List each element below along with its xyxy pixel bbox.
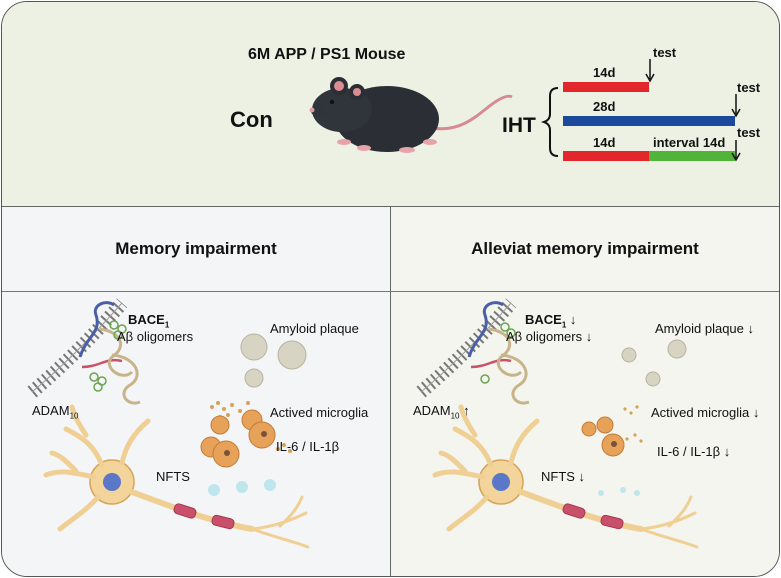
protocol-2-duration: 28d [593, 99, 616, 114]
il-label: IL-6 / IL-1β [276, 439, 340, 454]
left-panel-title: Memory impairment [2, 207, 390, 292]
protocol-1-duration: 14d [593, 65, 616, 80]
bar-14d-second [563, 151, 649, 161]
amyloid-label: Amyloid plaque [270, 321, 359, 336]
amyloid-label: Amyloid plaque ↓ [655, 321, 754, 336]
right-panel-title: Alleviat memory impairment [391, 207, 779, 292]
bar-14d [563, 82, 649, 92]
bace-label: BACE1 ↓ [525, 312, 577, 330]
protocol-1-test: test [653, 45, 677, 60]
model-title: 6M APP / PS1 Mouse [248, 46, 406, 63]
adam-label: ADAM10 ↑ [413, 403, 470, 421]
experiment-design-panel: 6M APP / PS1 Mouse Con IHT [2, 2, 779, 207]
protocol-3-duration: 14d [593, 135, 616, 150]
abeta-label: Aβ oligomers ↓ [506, 329, 593, 344]
protocol-2-test: test [737, 80, 761, 95]
bar-interval [649, 151, 735, 161]
microglia-label: Actived microglia [270, 405, 369, 420]
protocol-timeline [540, 59, 741, 162]
il-label: IL-6 / IL-1β ↓ [657, 444, 731, 459]
protocol-3-interval: interval 14d [653, 135, 726, 150]
abeta-label: Aβ oligomers [117, 329, 194, 344]
mouse-illustration [309, 77, 513, 153]
left-pathology-illustration [27, 298, 310, 549]
right-pathology-illustration [416, 298, 699, 549]
bace-label: BACE1 [128, 312, 170, 330]
control-label: Con [230, 107, 273, 132]
nfts-label: NFTS [156, 469, 190, 484]
adam-label: ADAM10 [32, 403, 79, 421]
treatment-label: IHT [502, 114, 536, 137]
nfts-label: NFTS ↓ [541, 469, 586, 484]
protocol-3-test: test [737, 125, 761, 140]
right-panel: Alleviat memory impairment [391, 207, 779, 576]
left-panel: Memory impairment [2, 207, 391, 576]
bar-28d [563, 116, 735, 126]
microglia-label: Actived microglia ↓ [651, 405, 760, 420]
